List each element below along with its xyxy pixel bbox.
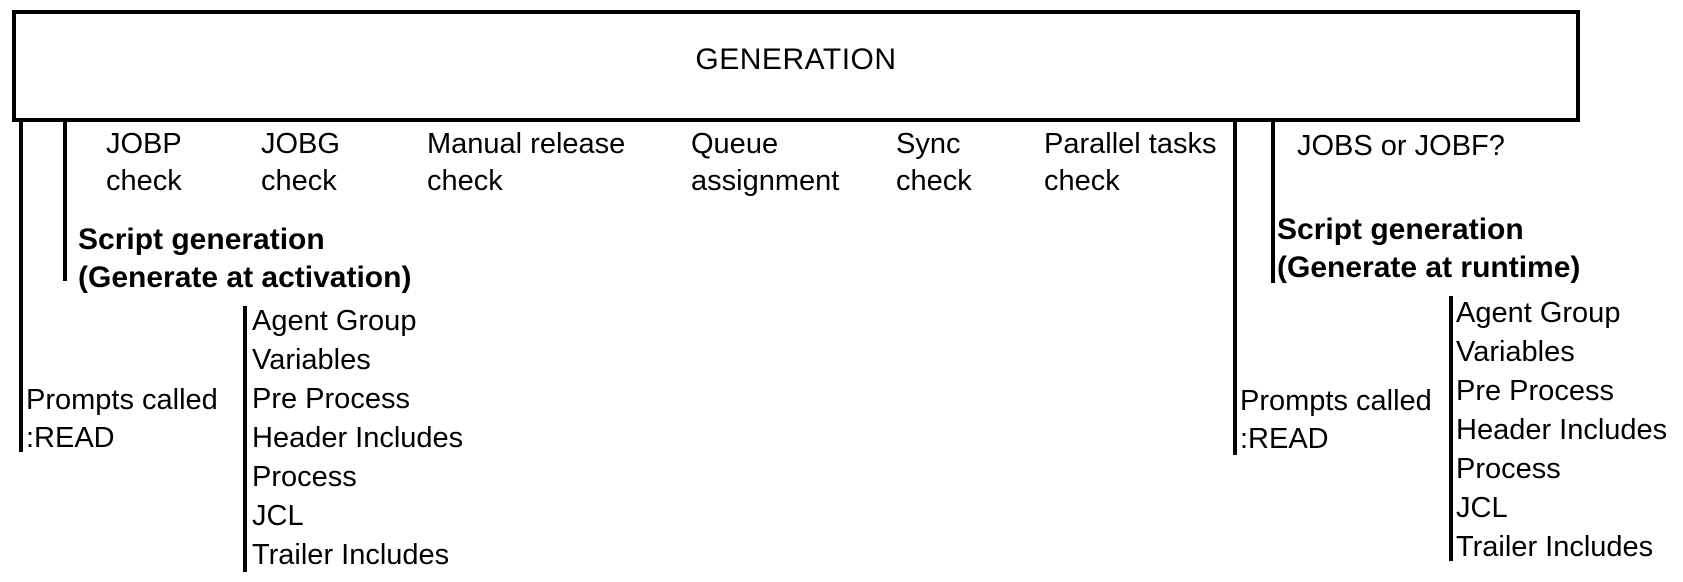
script-generation-runtime-line2: (Generate at runtime) (1277, 251, 1581, 284)
prompts-called-right-line1: Prompts called (1240, 385, 1432, 417)
prompts-called-read-right: Prompts called :READ (1240, 382, 1432, 458)
check-label-queue-assignment-line1: Queue (691, 128, 779, 160)
script-section-item: Variables (1456, 336, 1575, 368)
script-section-item: Header Includes (252, 422, 464, 454)
connector-line-right-prompts (1233, 122, 1237, 455)
script-section-item: Pre Process (1456, 375, 1614, 407)
prompts-called-left-line1: Prompts called (26, 384, 218, 416)
check-label-parallel-tasks-line1: Parallel tasks (1044, 128, 1217, 160)
script-section-item: JCL (1456, 492, 1508, 524)
prompts-called-read-left: Prompts called :READ (26, 381, 218, 457)
check-label-sync-line2: check (896, 165, 972, 197)
check-label-jobp: JOBP check (106, 126, 182, 200)
script-section-item: Header Includes (1456, 414, 1668, 446)
script-sections-list-left: Agent Group Variables Pre Process Header… (252, 302, 463, 575)
jobs-or-jobf-question: JOBS or JOBF? (1297, 128, 1505, 165)
prompts-called-right-line2: :READ (1240, 423, 1329, 455)
script-section-item: Agent Group (252, 305, 417, 337)
generation-box: GENERATION (12, 10, 1580, 122)
connector-line-right-sections (1449, 296, 1453, 561)
check-label-jobp-line2: check (106, 165, 182, 197)
check-label-jobg-line2: check (261, 165, 337, 197)
connector-line-left-sections (243, 306, 247, 572)
check-label-jobg: JOBG check (261, 126, 340, 200)
check-label-parallel-tasks: Parallel tasks check (1044, 126, 1216, 200)
script-generation-activation-label: Script generation (Generate at activatio… (78, 221, 411, 297)
script-section-item: Pre Process (252, 383, 410, 415)
script-section-item: JCL (252, 500, 304, 532)
script-section-item: Trailer Includes (1456, 531, 1654, 563)
connector-line-left-script (63, 122, 67, 281)
script-section-item: Agent Group (1456, 297, 1621, 329)
script-section-item: Process (1456, 453, 1561, 485)
check-label-manual-release-line2: check (427, 165, 503, 197)
script-section-item: Trailer Includes (252, 539, 450, 571)
check-label-manual-release: Manual release check (427, 126, 625, 200)
check-label-jobp-line1: JOBP (106, 128, 182, 160)
script-section-item: Process (252, 461, 357, 493)
script-generation-activation-line1: Script generation (78, 223, 325, 256)
script-sections-list-right: Agent Group Variables Pre Process Header… (1456, 294, 1667, 567)
connector-line-left-prompts (19, 122, 23, 452)
script-generation-runtime-line1: Script generation (1277, 213, 1524, 246)
connector-line-right-script (1271, 122, 1275, 283)
check-label-manual-release-line1: Manual release (427, 128, 626, 160)
check-label-sync: Sync check (896, 126, 972, 200)
jobs-or-jobf-question-text: JOBS or JOBF? (1297, 130, 1505, 162)
check-label-jobg-line1: JOBG (261, 128, 340, 160)
check-label-queue-assignment: Queue assignment (691, 126, 839, 200)
script-section-item: Variables (252, 344, 371, 376)
generation-title: GENERATION (695, 43, 897, 76)
check-label-sync-line1: Sync (896, 128, 961, 160)
script-generation-runtime-label: Script generation (Generate at runtime) (1277, 211, 1580, 287)
check-label-parallel-tasks-line2: check (1044, 165, 1120, 197)
script-generation-activation-line2: (Generate at activation) (78, 261, 412, 294)
check-label-queue-assignment-line2: assignment (691, 165, 840, 197)
prompts-called-left-line2: :READ (26, 422, 115, 454)
